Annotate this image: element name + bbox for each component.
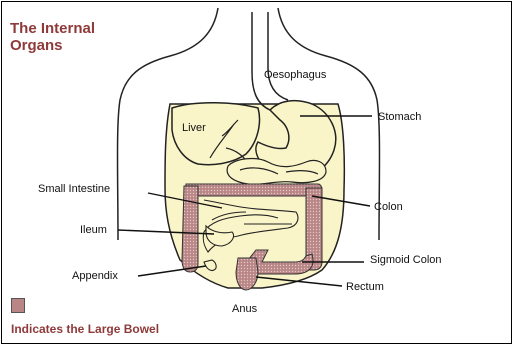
label-small-intestine: Small Intestine bbox=[38, 183, 110, 195]
label-stomach: Stomach bbox=[378, 111, 421, 123]
label-sigmoid-colon: Sigmoid Colon bbox=[370, 254, 442, 266]
label-anus: Anus bbox=[232, 303, 258, 315]
ascending-colon bbox=[182, 186, 198, 272]
large-bowel-legend-swatch bbox=[11, 298, 25, 313]
label-colon: Colon bbox=[374, 201, 403, 213]
label-ileum: Ileum bbox=[80, 224, 107, 236]
label-rectum: Rectum bbox=[346, 281, 384, 293]
legend-text: Indicates the Large Bowel bbox=[11, 322, 159, 336]
label-appendix: Appendix bbox=[72, 270, 118, 282]
label-oesophagus: Oesophagus bbox=[264, 69, 327, 81]
label-liver: Liver bbox=[182, 122, 206, 134]
oesophagus bbox=[252, 12, 288, 110]
diagram-title: The Internal Organs bbox=[10, 20, 95, 54]
transverse-colon bbox=[186, 184, 322, 196]
